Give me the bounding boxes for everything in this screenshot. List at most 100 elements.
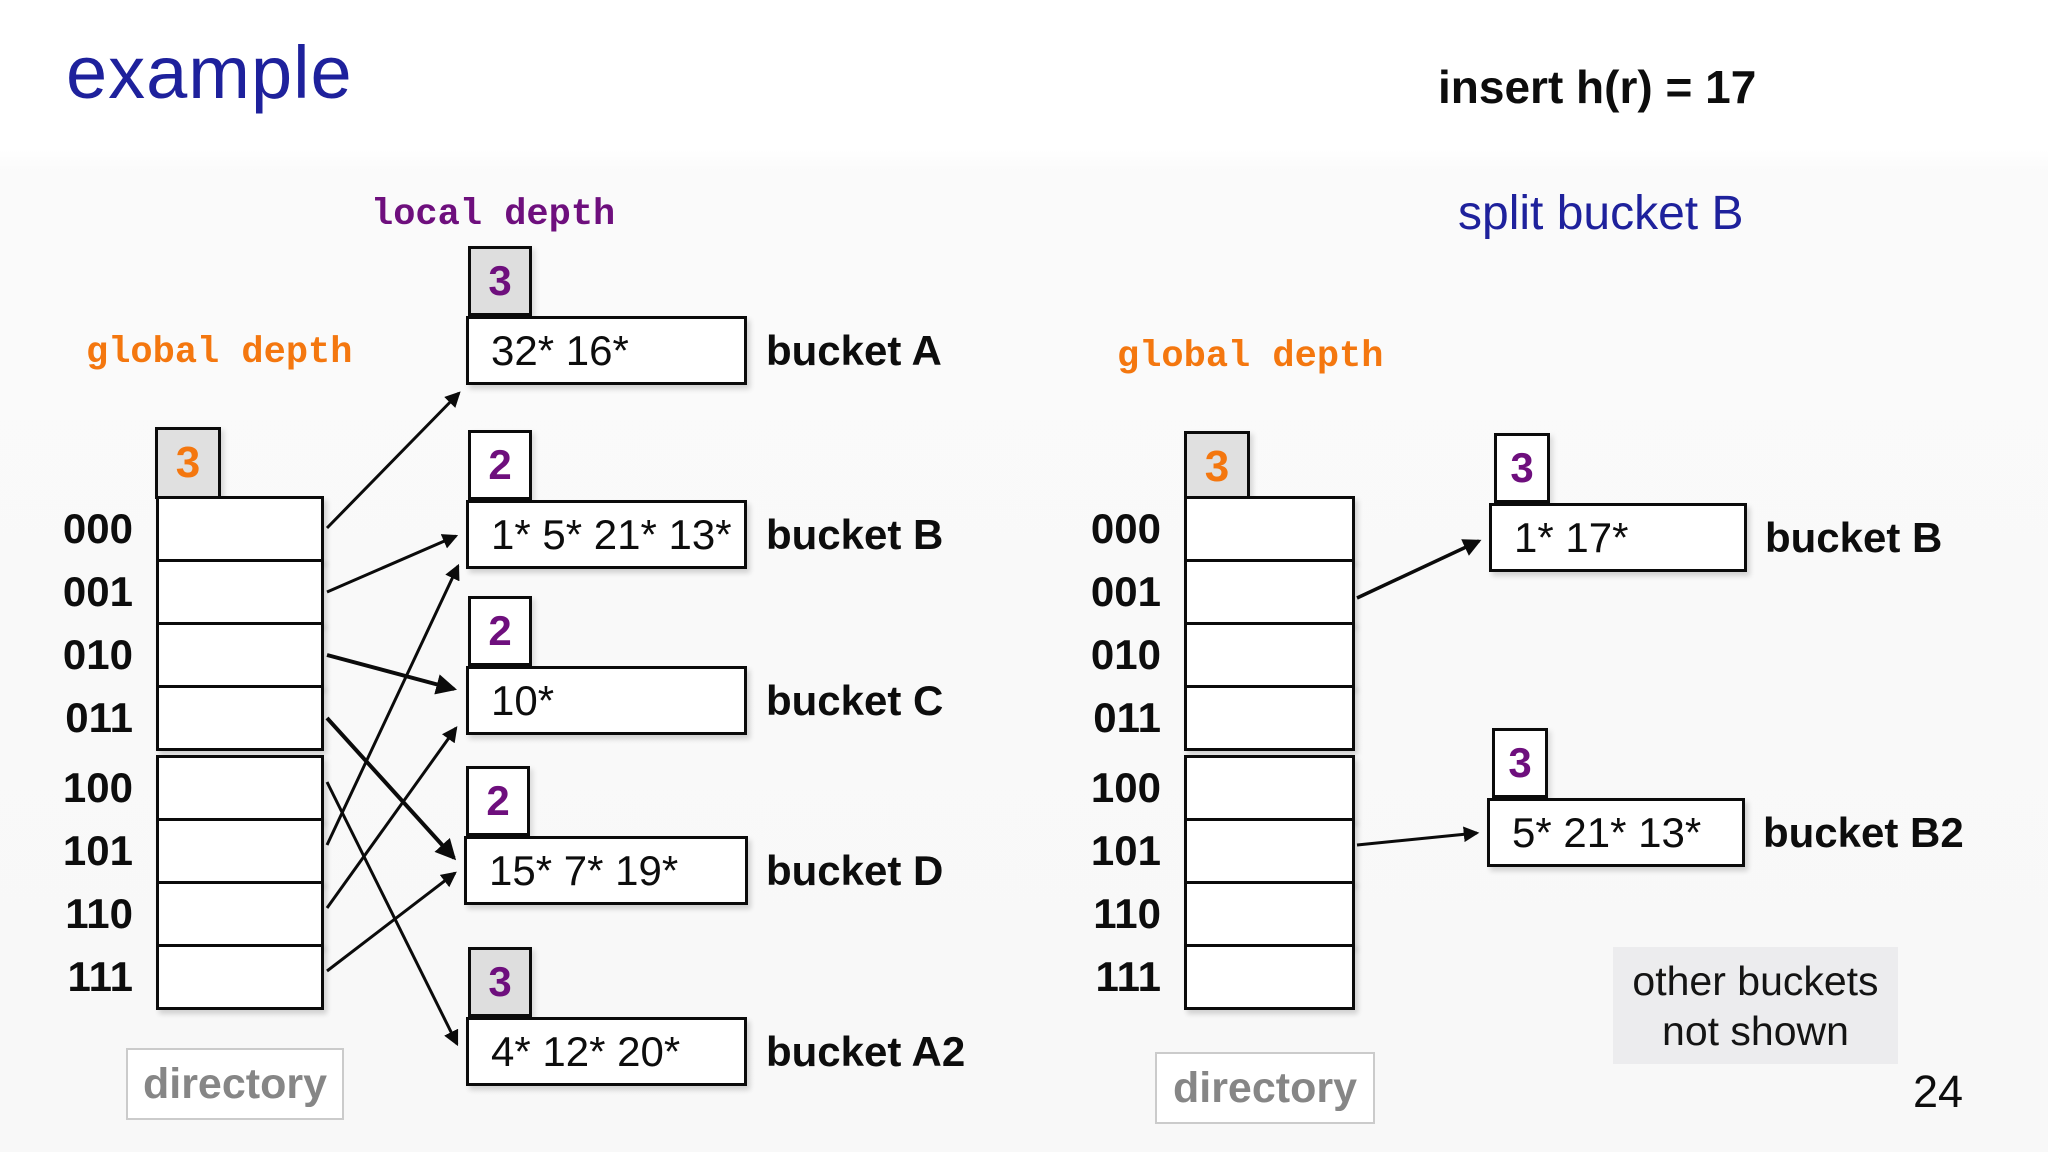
directory-cell [156, 496, 324, 562]
directory-left: 000 001 010 011 100 101 110 111 [61, 496, 324, 1010]
directory-right: 000 001 010 011 100 101 110 111 [1089, 496, 1355, 1010]
directory-entry-label: 101 [62, 827, 133, 874]
global-depth-label-right: global depth [1117, 336, 1384, 378]
note-line-2: not shown [1662, 1007, 1849, 1054]
directory-caption-right: directory [1155, 1052, 1375, 1124]
directory-row: 100 [61, 755, 324, 821]
pointer-011-to-bucket-D [325, 716, 457, 861]
directory-row: 010 [1089, 622, 1355, 688]
directory-entry-label: 010 [1090, 631, 1161, 678]
directory-entry-label: 111 [67, 953, 133, 1000]
other-buckets-note: other buckets not shown [1613, 947, 1898, 1064]
bucket-D-local-depth-tab: 2 [466, 766, 530, 836]
global-depth-label-left: global depth [86, 332, 353, 374]
directory-row: 000 [1089, 496, 1355, 562]
pointer-010-to-bucket-C [326, 653, 458, 695]
directory-row: 111 [61, 944, 324, 1010]
bucket-A-local-depth-tab: 3 [468, 246, 532, 316]
local-depth-value: 3 [488, 257, 512, 304]
local-depth-value: 3 [488, 958, 512, 1005]
bucket-contents: 4* 12* 20* [491, 1027, 681, 1075]
global-depth-tab-right: 3 [1184, 431, 1250, 502]
bucket-C-local-depth-tab: 2 [468, 596, 532, 666]
split-note: split bucket B [1458, 187, 1744, 240]
global-depth-value-right: 3 [1204, 441, 1230, 491]
pointer-100-to-bucket-A2 [325, 781, 459, 1047]
page-title: example [66, 31, 353, 114]
pointer-001-to-bucket-B-right [1356, 539, 1482, 600]
directory-cell [156, 622, 324, 688]
directory-row: 001 [61, 559, 324, 625]
insert-note: insert h(r) = 17 [1438, 61, 1757, 113]
directory-entry-label: 101 [1090, 827, 1161, 874]
bucket-contents: 1* 5* 21* 13* [491, 510, 732, 558]
directory-caption-left: directory [126, 1048, 344, 1120]
global-depth-value-left: 3 [175, 438, 201, 487]
bucket-D-box: 15* 7* 19* [464, 836, 748, 905]
directory-cell [1184, 881, 1355, 947]
directory-entry-label: 100 [1090, 764, 1161, 811]
directory-cell [156, 881, 324, 947]
directory-cell [1184, 622, 1355, 688]
local-depth-value: 2 [486, 777, 510, 824]
directory-row: 010 [61, 622, 324, 688]
bucket-B-right-local-depth-tab: 3 [1494, 433, 1550, 503]
directory-row: 111 [1089, 944, 1355, 1010]
bucket-B-box: 1* 5* 21* 13* [466, 500, 747, 569]
local-depth-value: 3 [1508, 739, 1532, 786]
directory-entry-label: 001 [62, 568, 133, 615]
directory-row: 011 [1089, 685, 1355, 751]
directory-row: 001 [1089, 559, 1355, 625]
pointer-101-to-bucket-B2 [1356, 826, 1480, 847]
directory-cell [156, 755, 324, 821]
local-depth-label: local depth [371, 194, 616, 236]
bucket-contents: 15* 7* 19* [489, 846, 679, 894]
directory-cell [156, 559, 324, 625]
bucket-B-right-label: bucket B [1765, 513, 1943, 561]
directory-cell [1184, 496, 1355, 562]
pointer-111-to-bucket-D [326, 871, 457, 973]
local-depth-value: 2 [488, 441, 512, 488]
bucket-contents: 32* 16* [491, 326, 629, 374]
directory-cell [1184, 755, 1355, 821]
pointer-101-to-bucket-B [325, 563, 460, 846]
bucket-A2-label: bucket A2 [766, 1027, 966, 1075]
directory-entry-label: 011 [1093, 694, 1161, 741]
global-depth-tab-left: 3 [155, 427, 221, 499]
directory-row: 011 [61, 685, 324, 751]
directory-cell [156, 685, 324, 751]
pointer-000-to-bucket-A [325, 391, 461, 530]
directory-row: 101 [61, 818, 324, 884]
directory-cell [1184, 685, 1355, 751]
directory-cell [156, 818, 324, 884]
directory-cell [1184, 818, 1355, 884]
bucket-contents: 1* 17* [1514, 513, 1629, 561]
directory-row: 100 [1089, 755, 1355, 821]
bucket-A-box: 32* 16* [466, 316, 747, 385]
directory-caption-text: directory [142, 1059, 327, 1108]
bucket-B2-box: 5* 21* 13* [1487, 798, 1745, 867]
directory-row: 110 [1089, 881, 1355, 947]
pointer-001-to-bucket-B [326, 534, 459, 594]
bucket-B2-local-depth-tab: 3 [1492, 728, 1548, 798]
directory-caption-text: directory [1172, 1063, 1357, 1112]
directory-row: 000 [61, 496, 324, 562]
directory-entry-label: 000 [1090, 505, 1161, 552]
directory-row: 101 [1089, 818, 1355, 884]
directory-row: 110 [61, 881, 324, 947]
pointer-110-to-bucket-C [325, 726, 458, 909]
local-depth-value: 3 [1510, 444, 1534, 491]
local-depth-value: 2 [488, 607, 512, 654]
bucket-B-local-depth-tab: 2 [468, 430, 532, 500]
bucket-B2-label: bucket B2 [1763, 808, 1964, 856]
directory-entry-label: 010 [62, 631, 133, 678]
bucket-B-label: bucket B [766, 510, 944, 558]
bucket-C-box: 10* [466, 666, 747, 735]
directory-cell [156, 944, 324, 1010]
note-line-1: other buckets [1632, 957, 1879, 1004]
directory-entry-label: 011 [65, 694, 133, 741]
directory-entry-label: 100 [62, 764, 133, 811]
bucket-contents: 5* 21* 13* [1512, 808, 1702, 856]
bucket-B-right-box: 1* 17* [1489, 503, 1747, 572]
